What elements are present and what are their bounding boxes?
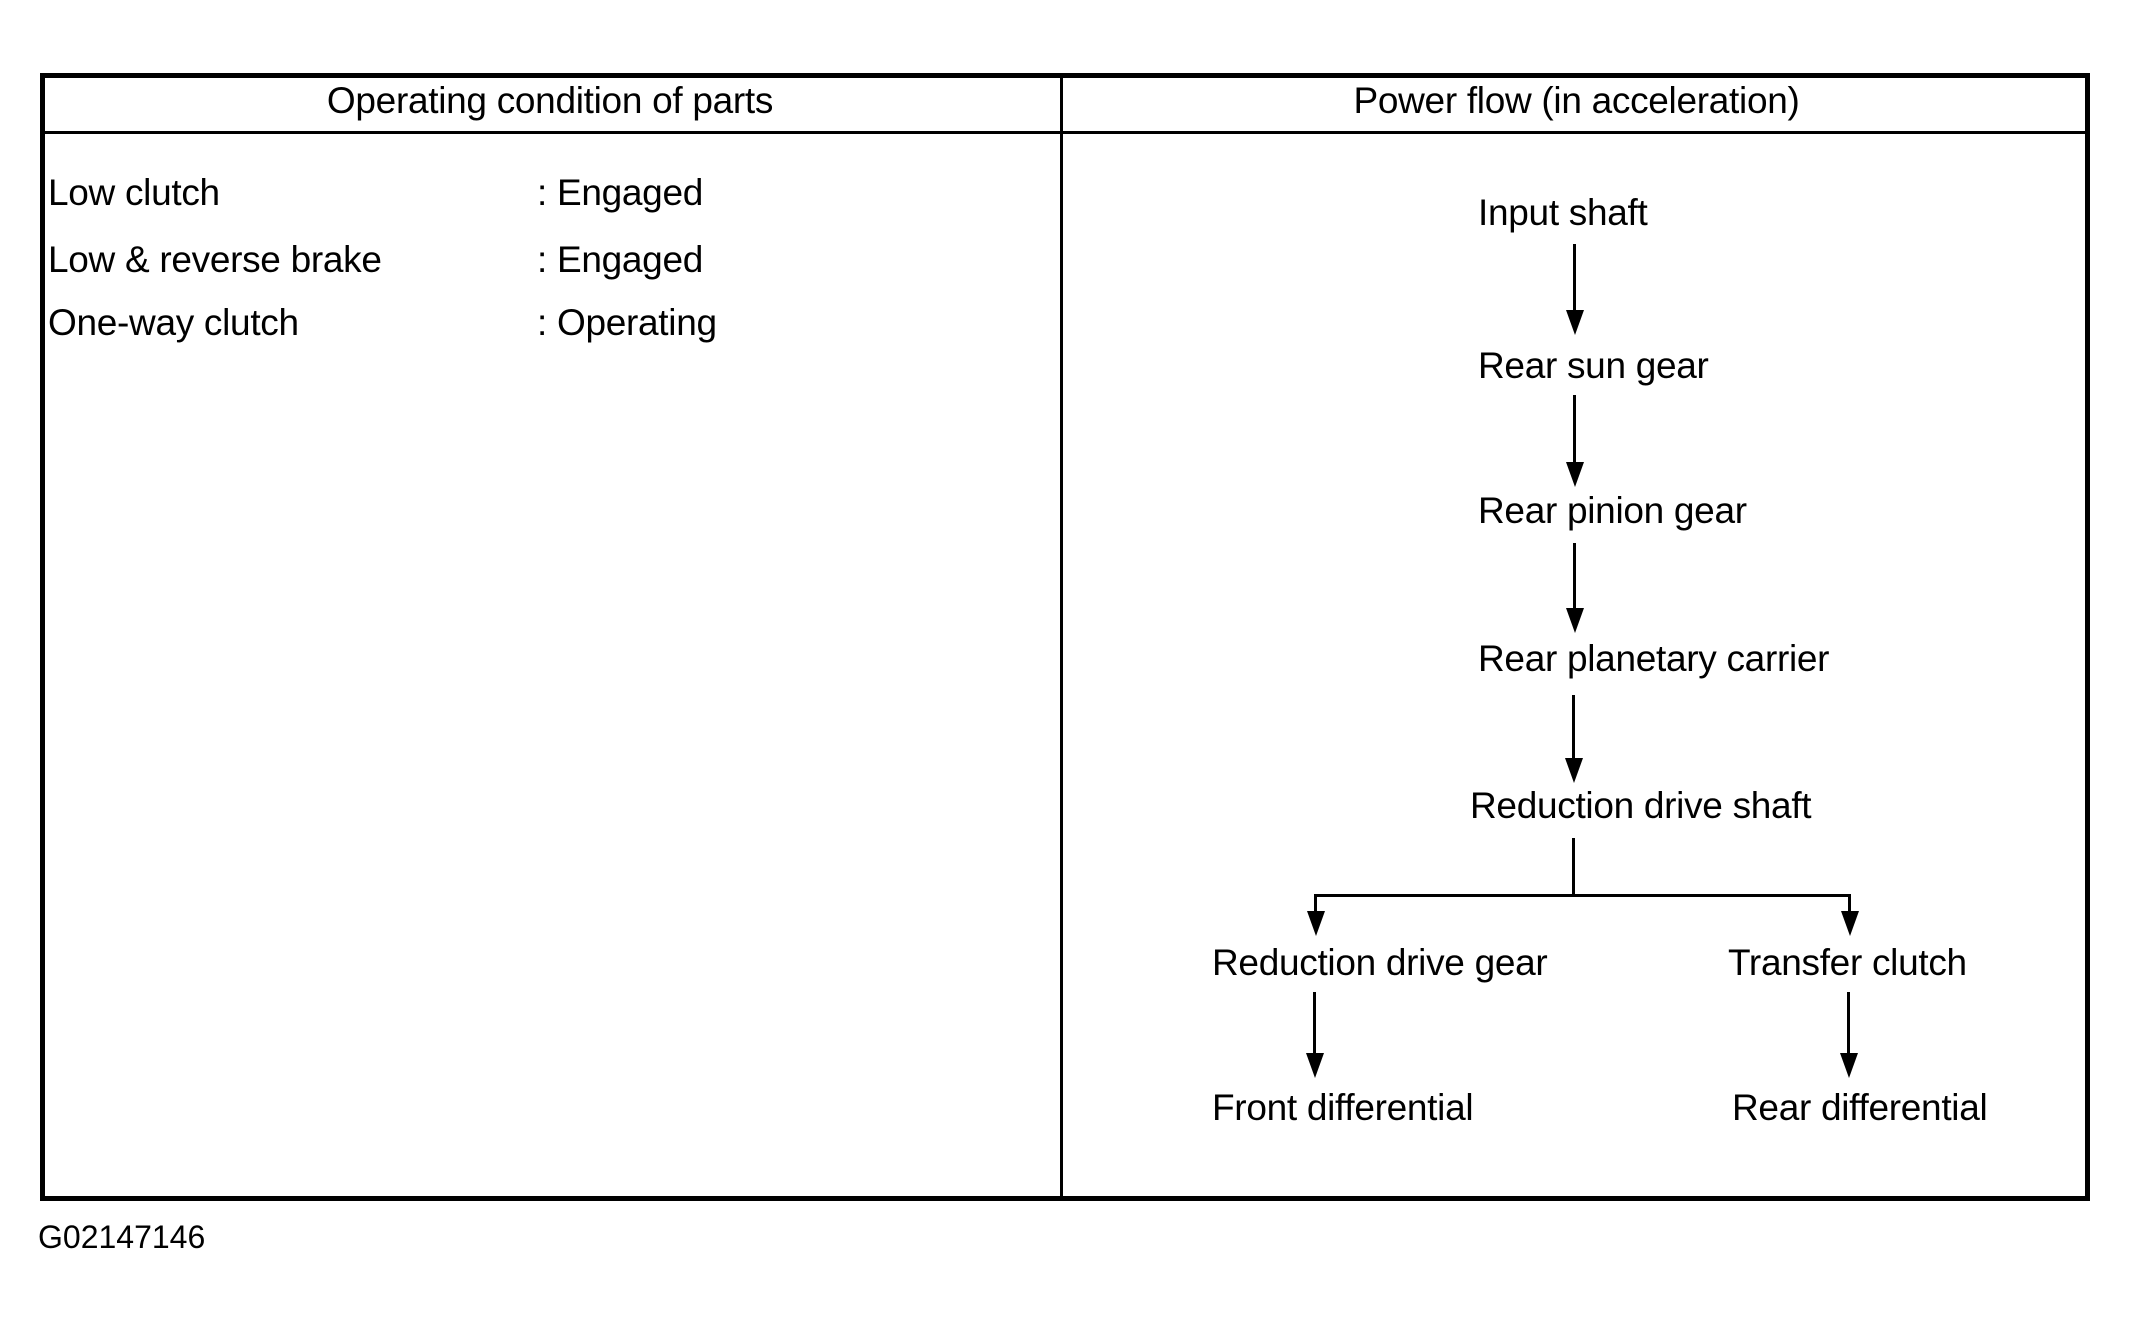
condition-state-value: : Engaged bbox=[537, 239, 704, 280]
condition-part-label: Low & reverse brake bbox=[48, 239, 382, 280]
flow-node-rear-differential: Rear differential bbox=[1732, 1087, 1988, 1128]
flow-node-transfer-clutch: Transfer clutch bbox=[1728, 942, 1967, 983]
flow-node-input-shaft: Input shaft bbox=[1478, 192, 1648, 233]
column-header-power-flow: Power flow (in acceleration) bbox=[1353, 80, 1800, 121]
figure-id: G02147146 bbox=[38, 1219, 206, 1255]
condition-part-label: Low clutch bbox=[48, 172, 220, 213]
table-border bbox=[40, 73, 2090, 1201]
flow-node-rear-pinion-gear: Rear pinion gear bbox=[1478, 490, 1747, 531]
column-header-operating-condition: Operating condition of parts bbox=[326, 80, 774, 121]
table-column-divider-line bbox=[1060, 73, 1063, 1201]
condition-state-value: : Operating bbox=[537, 302, 717, 343]
flow-node-reduction-drive-shaft: Reduction drive shaft bbox=[1470, 785, 1812, 826]
flow-node-front-differential: Front differential bbox=[1212, 1087, 1474, 1128]
condition-part-label: One-way clutch bbox=[48, 302, 299, 343]
condition-state-value: : Engaged bbox=[537, 172, 704, 213]
table-header-separator-line bbox=[40, 131, 2090, 134]
flow-node-rear-sun-gear: Rear sun gear bbox=[1478, 345, 1709, 386]
flow-node-reduction-drive-gear: Reduction drive gear bbox=[1212, 942, 1548, 983]
flow-node-rear-planetary-carrier: Rear planetary carrier bbox=[1478, 638, 1830, 679]
